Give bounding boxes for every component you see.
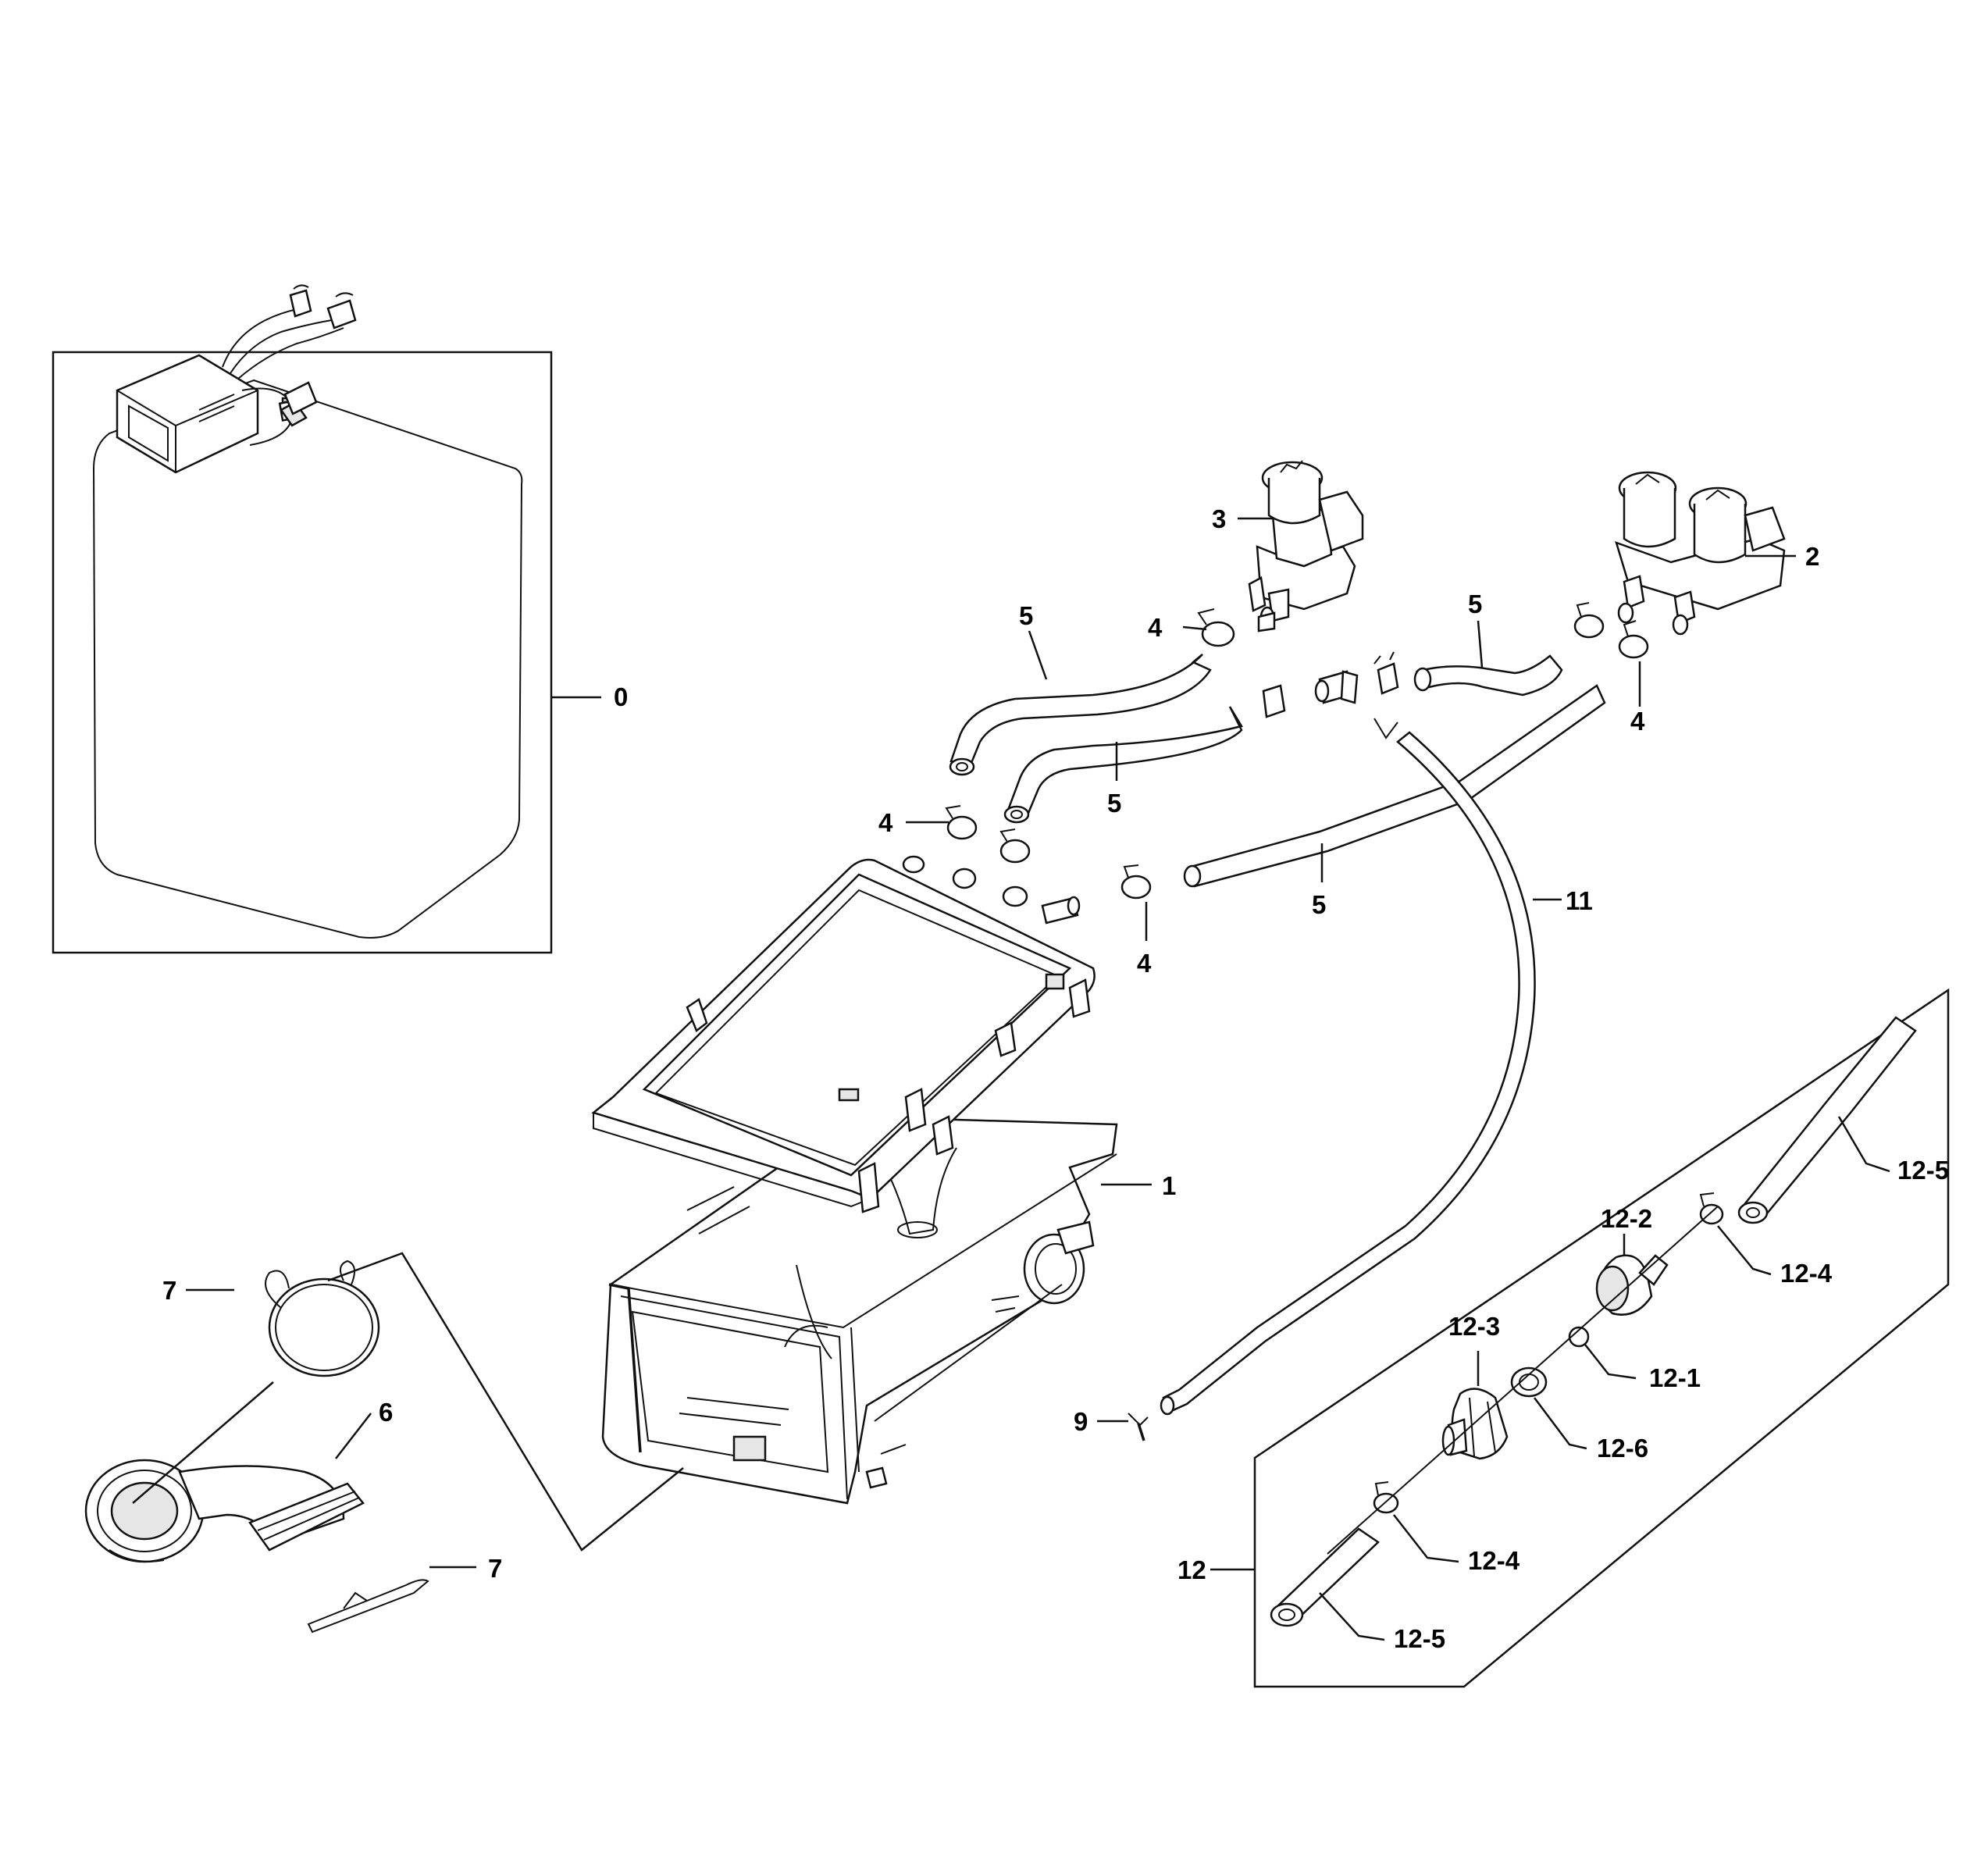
callout-11: 11 bbox=[1566, 886, 1593, 915]
callout-12: 12 bbox=[1177, 1555, 1206, 1584]
callout-4-top: 4 bbox=[1148, 613, 1163, 642]
callout-5-mid-left: 5 bbox=[1107, 789, 1121, 818]
hose-clamps bbox=[945, 602, 1649, 900]
clip-9 bbox=[1128, 1413, 1149, 1441]
callout-5-top-left: 5 bbox=[1019, 601, 1033, 630]
callout-6: 6 bbox=[379, 1398, 393, 1427]
callout-12-2: 12-2 bbox=[1601, 1204, 1652, 1233]
connector-parts bbox=[1262, 651, 1399, 739]
kit-12-parts bbox=[1270, 1016, 1917, 1627]
drain-bellows bbox=[84, 1260, 429, 1634]
hoses bbox=[949, 654, 1606, 888]
callout-9: 9 bbox=[1074, 1407, 1088, 1436]
tube-11 bbox=[1162, 731, 1536, 1413]
callout-12-4-top: 12-4 bbox=[1780, 1259, 1833, 1288]
callout-12-1: 12-1 bbox=[1649, 1363, 1701, 1392]
dispenser-lid bbox=[591, 855, 1096, 1213]
callout-12-6: 12-6 bbox=[1597, 1434, 1648, 1463]
callout-1: 1 bbox=[1162, 1171, 1176, 1200]
callout-12-4-bottom: 12-4 bbox=[1468, 1546, 1520, 1575]
callout-5-bottom: 5 bbox=[1312, 890, 1326, 919]
subassembly-0-box bbox=[52, 284, 553, 954]
callout-5-top-right: 5 bbox=[1468, 590, 1482, 618]
callout-4-bottom: 4 bbox=[1137, 949, 1152, 978]
kit-12-box bbox=[1253, 988, 1950, 1688]
callout-0: 0 bbox=[614, 682, 628, 711]
callout-4-right: 4 bbox=[1630, 707, 1645, 736]
callout-7-bottom: 7 bbox=[488, 1554, 502, 1583]
dispenser-body bbox=[601, 1115, 1118, 1505]
callout-12-5-bottom: 12-5 bbox=[1394, 1624, 1445, 1653]
callout-12-3: 12-3 bbox=[1448, 1312, 1500, 1341]
callout-7-top: 7 bbox=[162, 1276, 176, 1305]
callout-4-left: 4 bbox=[878, 808, 893, 837]
water-valve-double bbox=[1615, 471, 1786, 636]
callout-2: 2 bbox=[1805, 542, 1819, 571]
callout-12-5-top: 12-5 bbox=[1897, 1156, 1949, 1185]
callout-3: 3 bbox=[1212, 504, 1226, 533]
water-valve-single bbox=[1248, 460, 1364, 632]
